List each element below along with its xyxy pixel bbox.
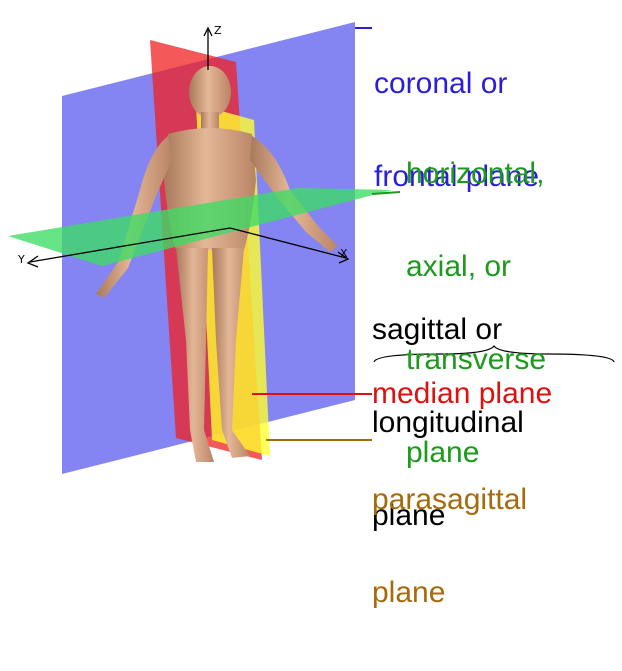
axis-x-label: X [340, 248, 348, 259]
median-label: median plane [372, 378, 552, 409]
parasagittal-label-line1: parasagittal [372, 484, 527, 515]
axis-z-label: Z [214, 25, 222, 36]
horizontal-label-line1: horizontal, [406, 158, 546, 189]
sagittal-label-line1: sagittal or [372, 314, 524, 345]
coronal-label-line1: coronal or [374, 68, 539, 99]
anatomical-planes-diagram: Z Y X coronal or frontal plane horizonta… [0, 0, 622, 486]
parasagittal-label: parasagittal plane [372, 422, 527, 670]
axis-y-label: Y [18, 254, 25, 265]
parasagittal-label-line2: plane [372, 577, 527, 608]
